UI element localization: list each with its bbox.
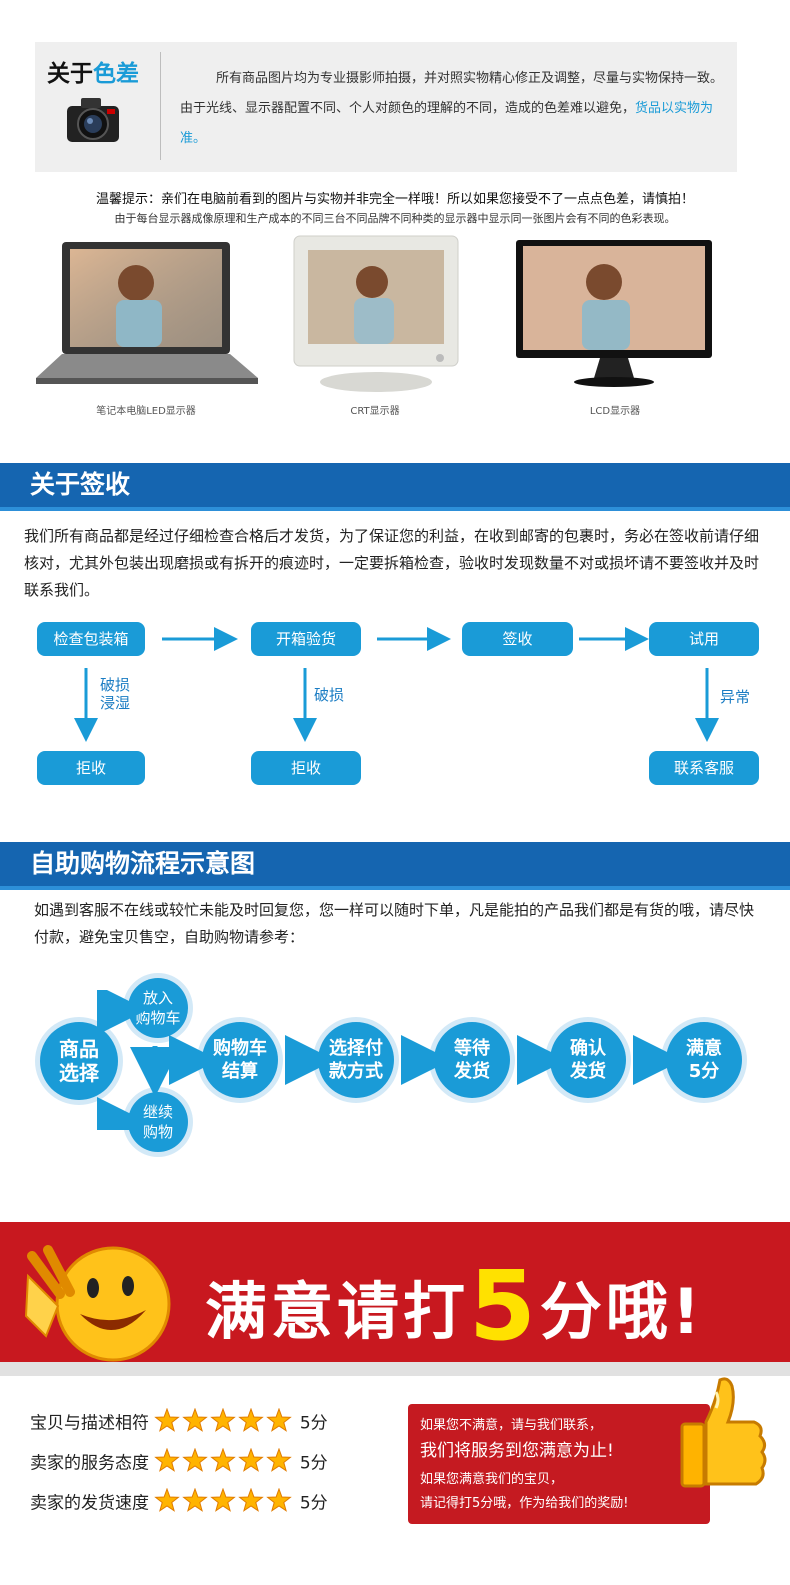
branch-label: 破损 bbox=[314, 686, 345, 704]
star-icon bbox=[238, 1487, 265, 1512]
rating-score: 5分 bbox=[299, 1493, 328, 1514]
star-icon bbox=[266, 1407, 293, 1432]
satisfaction-message-box: 如果您不满意，请与我们联系， 我们将服务到您满意为止! 如果您满意我们的宝贝， … bbox=[408, 1404, 710, 1524]
message-line: 如果您满意我们的宝贝， bbox=[420, 1472, 564, 1487]
rating-row: 卖家的服务态度 5分 bbox=[30, 1447, 328, 1479]
monitor-label: LCD显示器 bbox=[589, 406, 641, 417]
rating-score: 5分 bbox=[299, 1413, 328, 1434]
branch-label: 破损 浸湿 bbox=[100, 676, 131, 712]
color-difference-panel: 关于色差 所有商品图片均为专业摄影师拍摄，并对照实物精心修正及调整，尽量与实物保… bbox=[35, 42, 737, 172]
warm-tip-detail: 由于每台显示器成像原理和生产成本的不同三台不同品牌不同种类的显示器中显示同一张图… bbox=[114, 212, 676, 225]
monitor-label: 笔记本电脑LED显示器 bbox=[96, 406, 196, 417]
shop-section-header: 自助购物流程示意图 bbox=[0, 842, 790, 890]
rating-row: 宝贝与描述相符 5分 bbox=[30, 1407, 328, 1439]
shop-flow-arrows bbox=[97, 990, 683, 1130]
star-icon bbox=[210, 1407, 237, 1432]
banner-strip bbox=[0, 1362, 790, 1376]
message-line: 如果您不满意，请与我们联系， bbox=[420, 1418, 603, 1433]
sign-section-text: 我们所有商品都是经过仔细检查合格后才发货，为了保证您的利益，在收到邮寄的包裹时，… bbox=[24, 527, 760, 599]
star-icon bbox=[154, 1487, 181, 1512]
flow-outcome: 拒收 bbox=[37, 751, 145, 785]
lcd-monitor-image bbox=[516, 240, 712, 387]
rating-label: 卖家的发货速度 bbox=[30, 1493, 149, 1514]
warm-tip: 温馨提示：亲们在电脑前看到的图片与实物并非完全一样哦！所以如果您接受不了一点点色… bbox=[95, 192, 694, 207]
star-icon bbox=[182, 1407, 209, 1432]
star-rating bbox=[154, 1447, 294, 1479]
stars-graphic bbox=[154, 1487, 293, 1512]
stars-graphic bbox=[154, 1407, 293, 1432]
sign-flow-arrows bbox=[74, 627, 719, 742]
rating-label: 宝贝与描述相符 bbox=[30, 1413, 149, 1434]
star-rating bbox=[154, 1407, 294, 1439]
rating-label: 卖家的服务态度 bbox=[30, 1453, 149, 1474]
star-icon bbox=[238, 1447, 265, 1472]
flow-outcome: 联系客服 bbox=[649, 751, 759, 785]
flow-step: 开箱验货 bbox=[251, 622, 361, 656]
color-difference-text: 所有商品图片均为专业摄影师拍摄，并对照实物精心修正及调整，尽量与实物保持一致。由… bbox=[180, 71, 724, 146]
star-icon bbox=[182, 1447, 209, 1472]
star-icon bbox=[154, 1447, 181, 1472]
sign-section-header: 关于签收 bbox=[0, 463, 790, 511]
star-icon bbox=[210, 1487, 237, 1512]
shop-section-text: 如遇到客服不在线或较忙未能及时回复您，您一样可以随时下单，凡是能拍的产品我们都是… bbox=[34, 901, 755, 946]
camera-icon bbox=[67, 98, 119, 142]
star-icon bbox=[182, 1487, 209, 1512]
banner-text: 满意请打5分哦! bbox=[205, 1250, 705, 1362]
flow-step: 试用 bbox=[649, 622, 759, 656]
stars-graphic bbox=[154, 1447, 293, 1472]
monitor-label: CRT显示器 bbox=[350, 406, 400, 417]
thumbs-up-icon bbox=[680, 1377, 767, 1488]
rating-row: 卖家的发货速度 5分 bbox=[30, 1487, 328, 1519]
star-icon bbox=[238, 1407, 265, 1432]
flow-step: 签收 bbox=[462, 622, 573, 656]
flow-circle-step: 选择付 款方式 bbox=[318, 1022, 394, 1098]
crt-monitor-image bbox=[293, 235, 459, 392]
message-line: 我们将服务到您满意为止! bbox=[420, 1441, 614, 1461]
message-line: 请记得打5分哦，作为给我们的奖励! bbox=[420, 1496, 629, 1511]
flow-step: 检查包装箱 bbox=[37, 622, 145, 656]
star-icon bbox=[266, 1447, 293, 1472]
branch-label: 异常 bbox=[720, 688, 751, 706]
color-difference-title: 关于色差 bbox=[47, 61, 139, 87]
star-icon bbox=[210, 1447, 237, 1472]
star-icon bbox=[154, 1407, 181, 1432]
flow-outcome: 拒收 bbox=[251, 751, 361, 785]
rating-score: 5分 bbox=[299, 1453, 328, 1474]
flow-circle-start: 商品 选择 bbox=[40, 1022, 118, 1100]
laptop-image bbox=[36, 242, 258, 384]
divider bbox=[160, 52, 161, 160]
smiley-icon bbox=[24, 1245, 171, 1362]
star-rating bbox=[154, 1487, 294, 1519]
star-icon bbox=[266, 1487, 293, 1512]
